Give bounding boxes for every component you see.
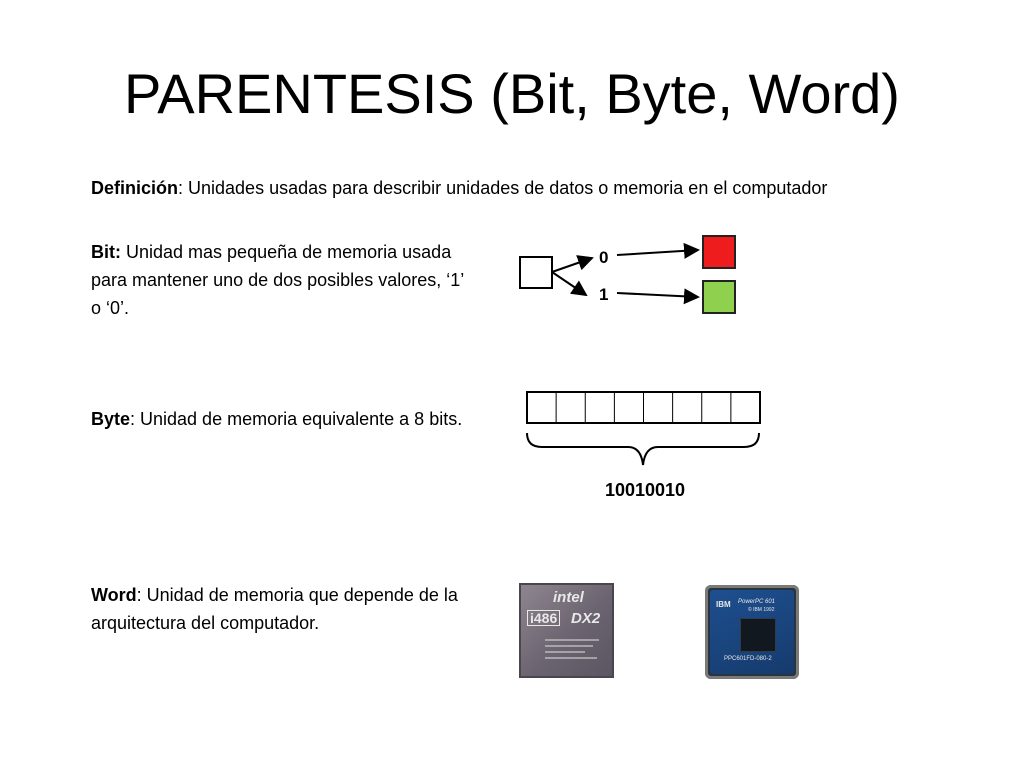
intel-brand: intel bbox=[553, 589, 584, 606]
arrow-to-green bbox=[616, 288, 700, 305]
slide-title: PARENTESIS (Bit, Byte, Word) bbox=[124, 62, 900, 125]
ppc-part-number: PPC601FD-080-2 bbox=[724, 656, 772, 662]
bit-term: Bit: bbox=[91, 242, 121, 262]
ppc-package: IBM PowerPC 601 © IBM 1992 PPC601FD-080-… bbox=[710, 590, 794, 674]
bit-description: Bit: Unidad mas pequeña de memoria usada… bbox=[91, 238, 471, 322]
bit-label-zero: 0 bbox=[599, 248, 608, 267]
intel-marking-line bbox=[545, 645, 593, 647]
ppc-die bbox=[740, 618, 776, 652]
definition-body: : Unidades usadas para describir unidade… bbox=[178, 178, 828, 198]
byte-brace bbox=[526, 432, 760, 466]
byte-body: : Unidad de memoria equivalente a 8 bits… bbox=[130, 409, 463, 429]
definition-term: Definición bbox=[91, 178, 179, 198]
byte-description: Byte: Unidad de memoria equivalente a 8 … bbox=[91, 405, 471, 433]
bit-zero-square bbox=[702, 235, 736, 269]
word-body: : Unidad de memoria que depende de la ar… bbox=[91, 585, 458, 633]
ppc-brand: IBM bbox=[716, 600, 731, 609]
powerpc-601-chip-image: IBM PowerPC 601 © IBM 1992 PPC601FD-080-… bbox=[705, 585, 799, 679]
intel-marking-line bbox=[545, 651, 585, 653]
intel-suffix: DX2 bbox=[571, 610, 601, 627]
intel-model: i486 bbox=[527, 610, 561, 626]
bit-label-one: 1 bbox=[599, 285, 608, 304]
ppc-copyright: © IBM 1992 bbox=[748, 607, 775, 613]
byte-diagram bbox=[526, 391, 761, 466]
byte-cells bbox=[526, 391, 761, 424]
bit-box bbox=[519, 256, 553, 289]
word-description: Word: Unidad de memoria que depende de l… bbox=[91, 581, 471, 637]
word-term: Word bbox=[91, 585, 137, 605]
bit-body: Unidad mas pequeña de memoria usada para… bbox=[91, 242, 464, 318]
arrow-to-red bbox=[616, 242, 700, 259]
bit-arrow-one bbox=[551, 271, 588, 297]
ppc-model: PowerPC 601 bbox=[738, 599, 776, 605]
intel-486-chip-image: intel i486 DX2 bbox=[519, 583, 614, 678]
intel-marking-line bbox=[545, 639, 599, 641]
bit-diagram: 0 1 bbox=[519, 235, 736, 314]
byte-value: 10010010 bbox=[604, 480, 686, 500]
bit-one-square bbox=[702, 280, 736, 314]
bit-arrow-zero bbox=[551, 255, 594, 273]
intel-marking-line bbox=[545, 657, 597, 659]
byte-term: Byte bbox=[91, 409, 131, 429]
definition-text: Definición: Unidades usadas para describ… bbox=[91, 176, 991, 200]
